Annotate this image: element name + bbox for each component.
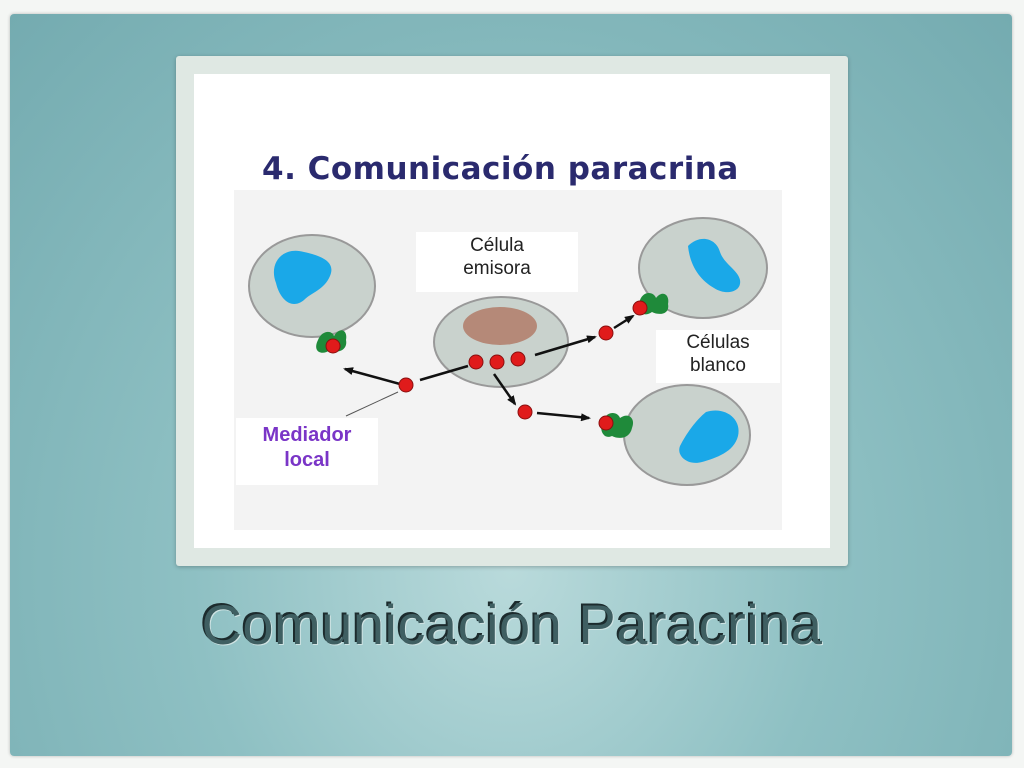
target-cell-top-right [638,217,768,319]
mediator-label: Mediador local [236,418,378,485]
mediator-dot [517,404,533,420]
mediator-dot [325,338,341,354]
targets-label-line-1: Células [686,332,750,353]
mediator-dot [468,354,484,370]
mediator-molecules [325,300,648,431]
target-cells-label: Células blanco [656,330,780,383]
targets-label-line-2: blanco [690,355,746,376]
mediator-dot [398,377,414,393]
emitter-cell-label: Célula emisora [416,232,578,292]
target-nucleus [273,250,332,304]
arrow-down-to-mediator [492,373,517,406]
target-cell-bottom-right [623,384,751,486]
emitter-cell [433,296,569,388]
mediator-dot [510,351,526,367]
mediator-dot [598,325,614,341]
target-cell-left [248,234,376,338]
arrow-emitter-to-mediator [419,364,469,382]
emitter-label-line-1: Célula [470,235,524,256]
mediator-leader-line [345,391,399,417]
mediator-dot [598,415,614,431]
arrow-to-bottom-right-target [536,411,591,422]
emitter-nucleus [463,307,537,345]
arrow-to-top-right-mediator [534,335,597,357]
mediator-dot [632,300,648,316]
slide-title: Comunicación Paracrina [201,593,823,656]
mediator-dot [489,354,505,370]
target-nucleus [679,410,739,463]
arrow-to-left-target [343,367,401,386]
diagram-title: 4. Comunicación paracrina [262,151,739,187]
mediator-label-line-2: local [284,449,330,471]
target-nucleus [688,238,741,293]
mediator-label-line-1: Mediador [262,424,352,446]
arrow-to-top-right-target [613,314,635,330]
emitter-label-line-2: emisora [463,258,531,279]
